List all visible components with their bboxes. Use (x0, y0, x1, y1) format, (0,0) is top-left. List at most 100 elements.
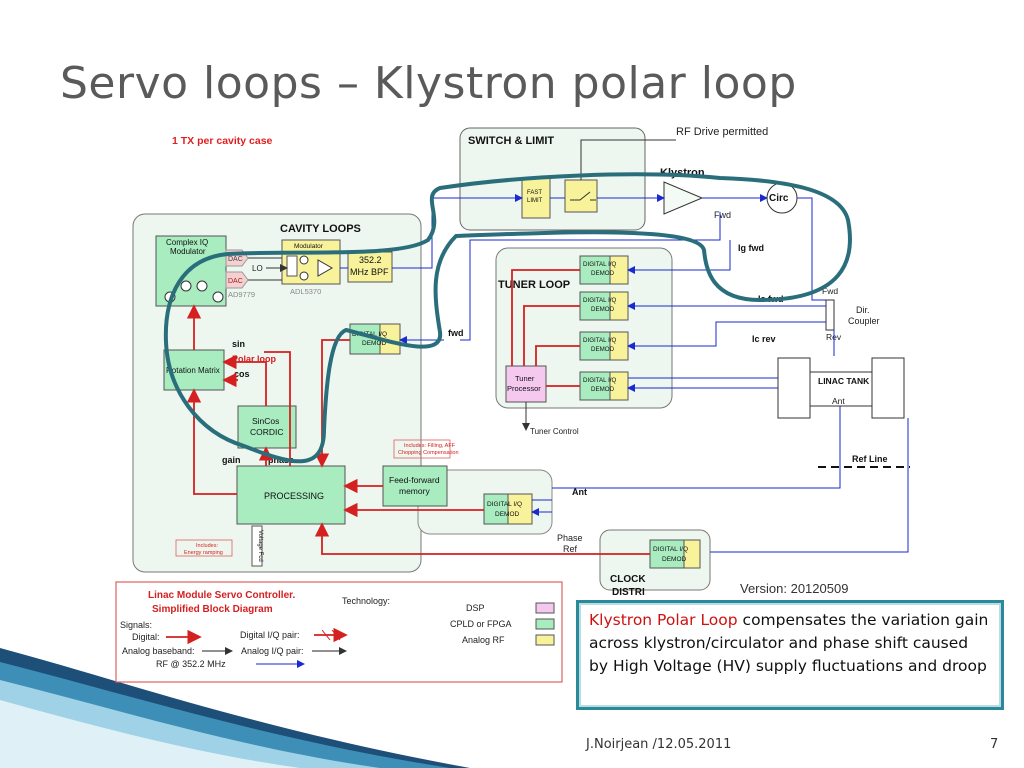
legend-dsp: DSP (466, 603, 485, 613)
bpf-block (347, 251, 393, 283)
digital-processing-gain (186, 388, 237, 495)
version-label: Version: 20120509 (740, 581, 848, 596)
ff-note-box (393, 439, 451, 459)
legend-cpld: CPLD or FPGA (450, 619, 512, 629)
modulator-label: Modulator (294, 243, 324, 250)
linac-tank-label: LINAC TANK (818, 376, 870, 386)
linac-tank-right (871, 357, 905, 419)
demod-ant-label-2: DEMOD (495, 511, 520, 518)
digital-demod-processing (314, 339, 350, 468)
sincos-label-2: CORDIC (250, 427, 284, 437)
bpf-label-2: MHz BPF (350, 267, 389, 277)
energy-note-2: Energy ramping (184, 550, 223, 556)
ref-line-label: Ref Line (852, 454, 888, 464)
legend-rf: RF @ 352.2 MHz (156, 659, 226, 669)
ad9779-label: AD9779 (228, 290, 255, 299)
dir-coupler-label-1: Dir. (856, 305, 870, 315)
tuner-processor-label-2: Processor (507, 384, 541, 393)
cavity-loops-label: CAVITY LOOPS (280, 223, 361, 235)
processing-label: PROCESSING (264, 491, 324, 501)
fwd-right-label: Fwd (822, 286, 838, 296)
ig-fwd-to-demod1 (627, 240, 731, 274)
mod-amp-icon (317, 259, 334, 277)
gain-label: gain (222, 455, 241, 465)
fast-limit-block (521, 177, 551, 219)
tuner-processor (505, 365, 547, 403)
switch-limit-label: SWITCH & LIMIT (468, 135, 554, 147)
tuner-demod-4-label-2: DEMOD (591, 386, 615, 393)
polar-loop-highlight (163, 172, 852, 464)
legend-technology: Technology: (342, 596, 390, 606)
case-note: 1 TX per cavity case (172, 135, 273, 147)
legend-title-1: Linac Module Servo Controller. (148, 590, 295, 601)
slide-title: Servo loops – Klystron polar loop (60, 58, 797, 109)
clock-to-processing (314, 522, 650, 555)
ic-rev-to-demod3 (627, 321, 826, 350)
legend-digital-iq-slash (321, 629, 341, 641)
tank-to-demod4 (628, 377, 780, 388)
feed-forward-memory (382, 465, 448, 507)
dac-block (225, 271, 249, 289)
mixer-icon (299, 255, 309, 265)
tuner-demod-1-label-1: DIGITAL I/Q (583, 261, 617, 268)
callout-text: compensates the variation gain across kl… (589, 611, 989, 675)
callout-box: Klystron Polar Loop compensates the vari… (576, 600, 1004, 710)
fast-limit-label-1: FAST (527, 190, 542, 196)
klystron-amplifier (663, 181, 704, 215)
demod-ant-y (507, 493, 533, 525)
energy-note-1: Includes: (196, 543, 218, 549)
feed-forward-label-2: memory (399, 486, 430, 496)
callout-highlight: Klystron Polar Loop (589, 611, 738, 629)
legend-digital-iq: Digital I/Q pair: (240, 630, 300, 640)
ant-tank-label: Ant (832, 396, 845, 406)
voltage-fcd-label: Voltage Fcd (257, 530, 263, 562)
adl5370-label: ADL5370 (290, 287, 321, 296)
tuner-demod-2-label-2: DEMOD (591, 306, 615, 313)
tuner-demod-3-label-2: DEMOD (591, 346, 615, 353)
footer-author: J.Noirjean /12.05.2011 (586, 737, 732, 752)
bpf-label-1: 352.2 (359, 255, 382, 265)
energy-note-box (175, 539, 233, 557)
feed-forward-label-1: Feed-forward (389, 475, 440, 485)
dac-label: DAC (228, 256, 243, 263)
voltage-fcd-box (251, 525, 263, 567)
legend-cpld-swatch (535, 618, 555, 630)
switch-symbol (570, 191, 596, 201)
tuner-demod-4-label-1: DIGITAL I/Q (583, 377, 617, 384)
tuner-demod-2-label-1: DIGITAL I/Q (583, 297, 617, 304)
ref-line-wire (710, 418, 909, 553)
tuner-demod-3-label-1: DIGITAL I/Q (583, 337, 617, 344)
phase-ref-label-1: Phase (557, 533, 583, 543)
tuner-red-paths (511, 269, 580, 387)
legend-signals: Signals: (120, 620, 152, 630)
digital-cordic-rotation (222, 354, 267, 406)
cos-label: cos (234, 369, 250, 379)
demod-clock-label-1: DIGITAL I/Q (653, 546, 688, 553)
ig-fwd-label: Ig fwd (738, 243, 764, 253)
ic-rev-label: Ic rev (752, 334, 776, 344)
rf-drive-label: RF Drive permitted (676, 126, 768, 138)
rf-path-circ-coupler (797, 197, 826, 301)
mixer-icon (196, 280, 208, 292)
fwd-right-path (460, 212, 721, 341)
fwd-mid-label: fwd (448, 328, 464, 338)
tuner-processor-label-1: Tuner (515, 374, 535, 383)
legend-digital: Digital: (132, 632, 160, 642)
sincos-label-1: SinCos (252, 416, 279, 426)
legend-title-2: Simplified Block Diagram (152, 604, 273, 615)
switch-block (564, 179, 598, 213)
rotation-matrix-label: Rotation Matrix (166, 366, 220, 375)
dir-coupler-label-2: Coupler (848, 316, 880, 326)
complex-iq-label-1: Complex IQ (166, 238, 208, 247)
legend-analog-iq: Analog I/Q pair: (241, 646, 304, 656)
dac-label: DAC (228, 278, 243, 285)
lo-splitter (286, 255, 298, 277)
ff-note-2: Chopping Compensation (398, 450, 459, 456)
page-number: 7 (990, 737, 999, 752)
digital-processing-sin (264, 351, 291, 466)
demod-clock-y (683, 539, 701, 569)
tank-ant-wire (552, 406, 841, 489)
oscillator-icon (212, 291, 224, 303)
rf-drive-wire (580, 139, 676, 180)
